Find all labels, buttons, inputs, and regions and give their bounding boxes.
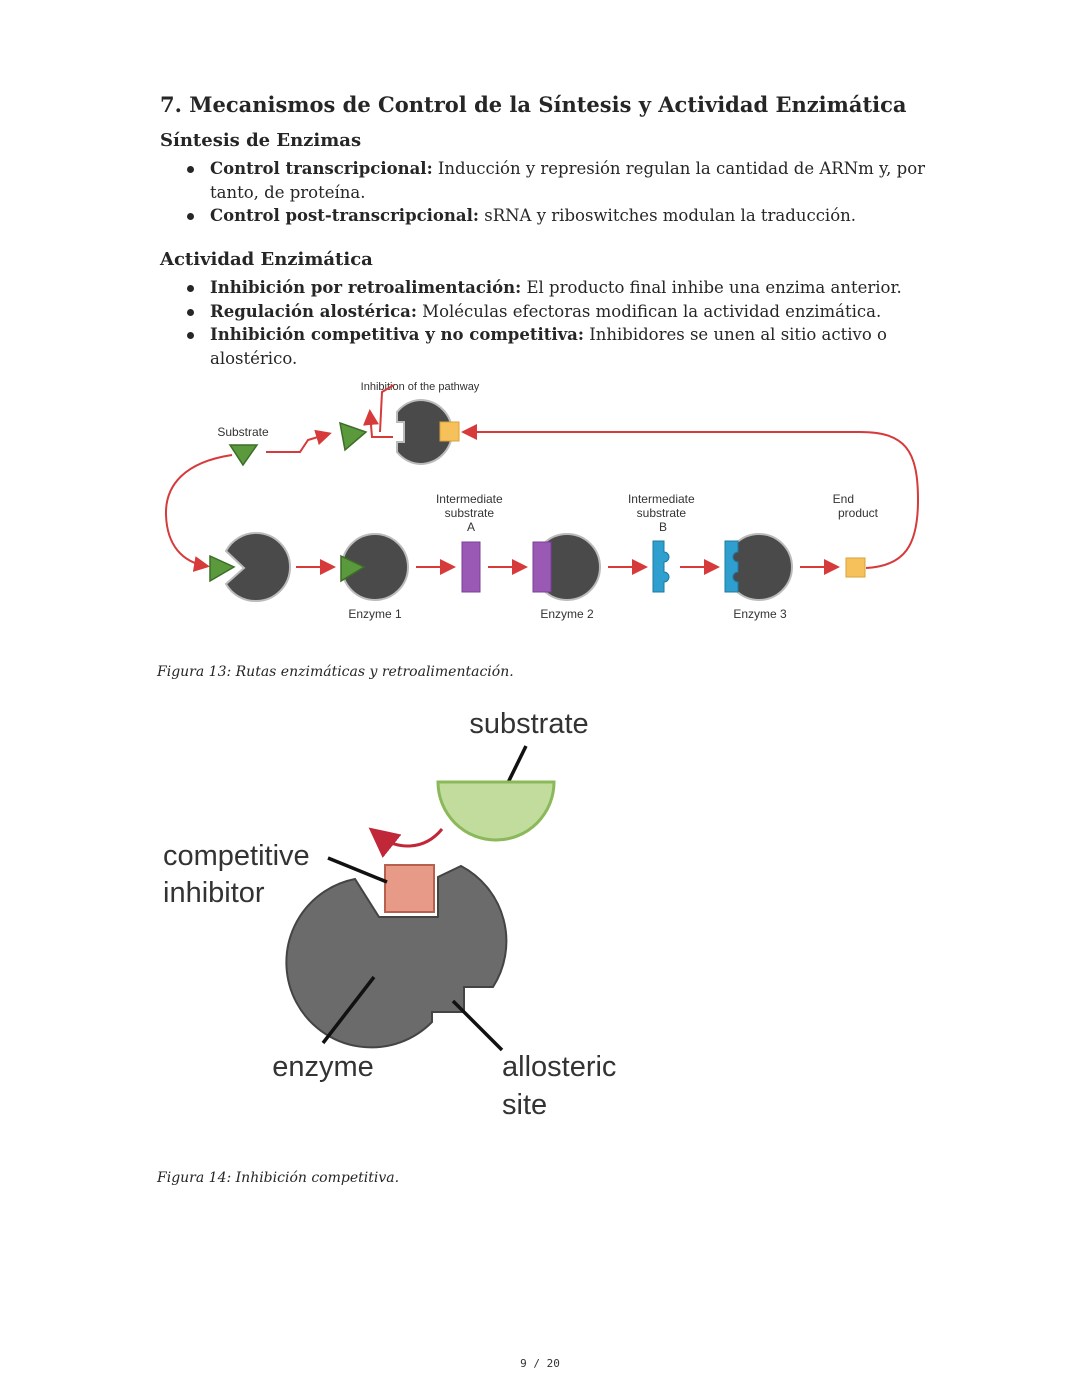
substrate-shape [228, 444, 259, 467]
activity-list: Inhibición por retroalimentación: El pro… [160, 276, 930, 370]
intermediate-a-bound [532, 541, 552, 593]
inhibition-label: Inhibition of the pathway [361, 381, 480, 393]
competitive-inhibitor-line: competitive [163, 840, 310, 872]
substrate-shape [209, 554, 236, 583]
end-product-label: End product [833, 492, 879, 520]
intermediate-b-line: B [659, 520, 667, 534]
synthesis-heading: Síntesis de Enzimas [160, 130, 362, 151]
intermediate-b-bound [724, 540, 739, 593]
pointer-line [327, 856, 388, 884]
list-item: Inhibición competitiva y no competitiva:… [160, 323, 930, 370]
competitive-inhibition-diagram: substrate competitive inhibitor enzyme a… [163, 708, 625, 1121]
item-term: Control transcripcional: [210, 159, 433, 178]
pathway-diagram: Inhibition of the pathway Substrate Enzy… [164, 381, 920, 621]
intermediate-b-line: substrate [637, 506, 687, 520]
list-item: Control post-transcripcional: sRNA y rib… [160, 204, 930, 228]
arrow [363, 409, 393, 438]
item-text: El producto final inhibe una enzima ante… [521, 278, 902, 297]
arrow [379, 384, 395, 433]
enzyme-shape [285, 864, 508, 1049]
page-number: 9 / 20 [520, 1357, 560, 1370]
intermediate-b-line: Intermediate [628, 492, 695, 506]
substrate-shape [339, 421, 368, 452]
figure-14-caption: Figura 14: Inhibición competitiva. [157, 1170, 400, 1186]
inhibited-enzyme [396, 398, 453, 466]
intermediate-a-shape [461, 541, 481, 593]
allosteric-site-line: allosteric [502, 1051, 616, 1083]
activity-heading: Actividad Enzimática [160, 249, 373, 270]
arrow [164, 454, 233, 572]
displacement-arrow [368, 827, 444, 858]
substrate-label: Substrate [217, 425, 269, 439]
allosteric-site-label: allosteric site [502, 1051, 625, 1121]
item-text: Inducción y represión regulan la cantida… [210, 159, 926, 202]
item-term: Regulación alostérica: [210, 301, 417, 321]
item-term: Inhibición por retroalimentación: [210, 278, 522, 297]
intermediate-a-label: Intermediate substrate A [436, 492, 506, 534]
end-product-bound [439, 421, 460, 442]
substrate-label: substrate [469, 708, 588, 740]
feedback-arrow [461, 424, 920, 569]
pointer-line [451, 999, 504, 1052]
end-product-line: End [833, 492, 854, 506]
competitive-inhibitor-line: inhibitor [163, 877, 265, 909]
list-item: Inhibición por retroalimentación: El pro… [160, 276, 930, 300]
competitive-inhibitor-shape [384, 864, 435, 913]
item-text: Inhibidores se unen al sitio activo o al… [210, 325, 887, 368]
enzyme-1-label: Enzyme 1 [348, 607, 402, 621]
substrate-shape [340, 554, 366, 583]
intermediate-a-line: A [467, 520, 475, 534]
substrate-shape [436, 780, 556, 842]
enzyme-1-open [224, 531, 291, 603]
end-product-shape [845, 557, 866, 578]
item-term: Control post-transcripcional: [210, 206, 479, 225]
intermediate-a-line: substrate [445, 506, 495, 520]
competitive-inhibitor-label: competitive inhibitor [163, 840, 318, 909]
arrow [266, 429, 332, 453]
end-product-line: product [838, 506, 879, 520]
intermediate-a-line: Intermediate [436, 492, 503, 506]
list-item: Control transcripcional: Inducción y rep… [160, 157, 930, 204]
enzyme-label: enzyme [272, 1051, 374, 1083]
pointer-line [321, 975, 376, 1045]
item-text: sRNA y riboswitches modulan la traducció… [478, 206, 857, 225]
list-item: Regulación alostérica: Moléculas efector… [160, 300, 930, 324]
enzyme-3-label: Enzyme 3 [733, 607, 787, 621]
allosteric-site-line: site [502, 1089, 547, 1121]
intermediate-b-label: Intermediate substrate B [628, 492, 698, 534]
enzyme-2-label: Enzyme 2 [540, 607, 594, 621]
intermediate-b-shape [652, 540, 670, 593]
item-term: Inhibición competitiva y no competitiva: [210, 325, 584, 344]
section-title: 7. Mecanismos de Control de la Síntesis … [160, 92, 907, 117]
item-text: Moléculas efectoras modifican la activid… [416, 301, 882, 321]
figure-13-caption: Figura 13: Rutas enzimáticas y retroalim… [157, 664, 514, 680]
synthesis-list: Control transcripcional: Inducción y rep… [160, 157, 930, 228]
